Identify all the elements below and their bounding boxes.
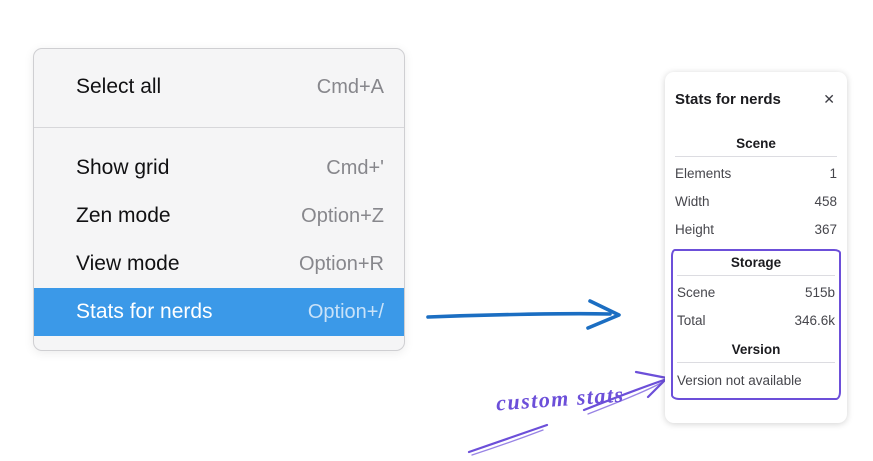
stats-panel: Stats for nerds ✕ Scene Elements 1 Width… [665, 72, 847, 423]
stat-row-scene-storage: Scene 515b [677, 278, 835, 306]
stat-row-total-storage: Total 346.6k [677, 306, 835, 334]
section-title-storage: Storage [730, 255, 782, 270]
stat-value: 1 [829, 165, 837, 181]
stat-row-elements: Elements 1 [675, 159, 837, 187]
close-icon[interactable]: ✕ [823, 91, 835, 107]
menu-item-shortcut: Cmd+' [326, 156, 384, 179]
version-note: Version not available [677, 373, 802, 388]
menu-item-shortcut: Option+/ [307, 300, 384, 323]
section-scene: Scene Elements 1 Width 458 Height 367 [675, 136, 837, 243]
menu-item-label: Zen mode [76, 204, 171, 227]
menu-item-select-all[interactable]: Select all Cmd+A [34, 63, 404, 111]
stat-value: 515b [804, 284, 835, 300]
menu-item-label: Stats for nerds [76, 300, 213, 323]
stat-value: 458 [814, 193, 837, 209]
menu-separator [34, 127, 404, 128]
menu-item-show-grid[interactable]: Show grid Cmd+' [34, 144, 404, 192]
menu-item-label: Select all [76, 75, 162, 98]
stats-panel-header: Stats for nerds ✕ [675, 88, 837, 110]
section-title-version: Version [731, 342, 781, 357]
section-divider [675, 156, 837, 157]
blue-arrow-shaft [426, 311, 612, 319]
section-divider [677, 275, 835, 276]
context-menu: Select all Cmd+A Show grid Cmd+' Zen mod… [33, 48, 405, 351]
stat-label: Elements [675, 165, 732, 181]
custom-stats-annotation-box: Storage Scene 515b Total 346.6k Version … [671, 249, 841, 400]
stat-row-width: Width 458 [675, 187, 837, 215]
menu-item-shortcut: Cmd+A [316, 75, 384, 98]
purple-arrow-segment-1-overdraw [471, 429, 544, 456]
menu-item-shortcut: Option+Z [301, 204, 384, 227]
menu-item-label: Show grid [76, 156, 170, 179]
section-title-scene: Scene [736, 136, 776, 151]
menu-item-shortcut: Option+R [298, 252, 384, 275]
menu-item-view-mode[interactable]: View mode Option+R [34, 240, 404, 288]
section-storage: Storage Scene 515b Total 346.6k [677, 255, 835, 334]
custom-stats-label: custom stats [495, 381, 626, 416]
menu-item-zen-mode[interactable]: Zen mode Option+Z [34, 192, 404, 240]
stat-value: 346.6k [794, 312, 835, 328]
purple-arrow-segment-1 [467, 423, 549, 454]
menu-item-label: View mode [76, 252, 180, 275]
stat-label: Height [675, 221, 715, 237]
stat-label: Width [675, 193, 710, 209]
section-version: Version Version not available [677, 342, 835, 390]
stat-row-height: Height 367 [675, 215, 837, 243]
stat-value: 367 [814, 221, 837, 237]
stat-label: Scene [677, 284, 716, 300]
purple-arrow-head [634, 370, 669, 399]
stats-panel-title: Stats for nerds [675, 90, 781, 108]
blue-arrow-head [586, 299, 621, 330]
section-divider [677, 362, 835, 363]
menu-item-stats-for-nerds[interactable]: Stats for nerds Option+/ [34, 288, 404, 336]
stat-label: Total [677, 312, 706, 328]
